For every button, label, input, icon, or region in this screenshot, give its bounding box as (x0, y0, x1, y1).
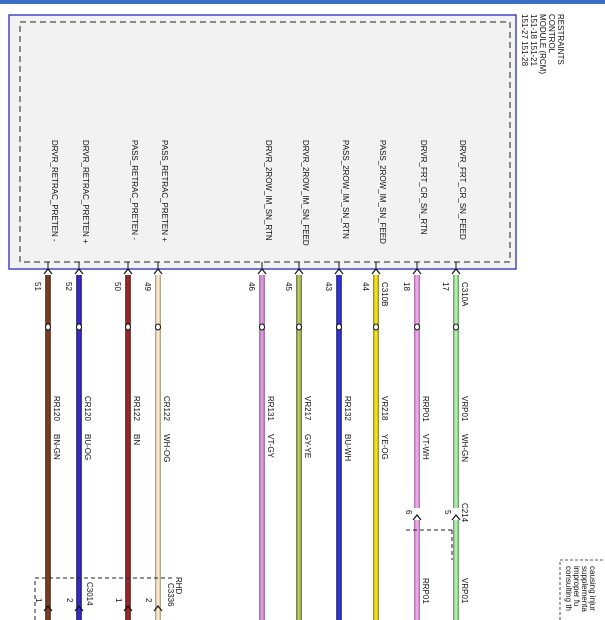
connector-rhd-label: RHD (174, 577, 183, 595)
rcm-module-inner-dashed (19, 21, 511, 263)
pin-number: 1 (34, 598, 43, 603)
circuit-label: CR122 (162, 396, 171, 421)
note-line: consulting th (564, 566, 573, 611)
signal-label: DRVR_FRT_CR_SN_RTN (419, 140, 428, 235)
signal-label: PASS_2ROW_IM_SN_FEED (378, 140, 387, 244)
splice-mark (414, 323, 420, 331)
circuit-label: VR217 (303, 396, 312, 421)
pin-number: 50 (113, 282, 122, 291)
pin-arrow-icon (451, 514, 461, 521)
pin-arrow-icon (123, 268, 133, 275)
splice-mark (453, 323, 459, 331)
pin-arrow-icon (257, 268, 267, 275)
connector-c310a-label: C310A (460, 282, 469, 307)
color-code-label: BU-WH (343, 434, 352, 461)
color-code-label: YE-OG (380, 434, 389, 460)
pin-number: 17 (441, 282, 450, 291)
top-accent-bar (0, 0, 605, 4)
pin-arrow-icon (153, 268, 163, 275)
pin-arrow-icon (43, 268, 53, 275)
splice-mark (155, 323, 161, 331)
rcm-module-box (8, 14, 517, 270)
splice-mark (336, 323, 342, 331)
connector-c3336-label: C3336 (166, 583, 175, 607)
pin-arrow-icon (334, 268, 344, 275)
circuit-label: CR120 (83, 396, 92, 421)
circuit-label: VRP01 (460, 578, 469, 604)
splice-mark (45, 323, 51, 331)
pin-number: 44 (361, 282, 370, 291)
circuit-label: VRP01 (460, 396, 469, 422)
circuit-label: RR122 (132, 396, 141, 421)
splice-mark (76, 323, 82, 331)
splice-mark (296, 323, 302, 331)
pin-number: 43 (324, 282, 333, 291)
pin-number: 51 (33, 282, 42, 291)
signal-label: DRVR_FRT_CR_SN_FEED (458, 140, 467, 240)
circuit-label: RRP01 (421, 396, 430, 422)
signal-label: PASS_2ROW_IM_SN_RTN (341, 140, 350, 239)
note-line: improper fu (572, 566, 581, 606)
pin-number: 6 (404, 510, 413, 515)
pin-arrow-icon (43, 605, 53, 612)
pin-number: 1 (114, 598, 123, 603)
color-code-label: VT-GY (266, 434, 275, 459)
module-title-line: RESTRAINTS (556, 14, 565, 65)
pin-number: 49 (143, 282, 152, 291)
splice-mark (373, 323, 379, 331)
signal-label: DRVR_2ROW_IM_SN_FEED (301, 140, 310, 246)
color-code-label: BU-OG (83, 434, 92, 460)
pin-arrow-icon (153, 605, 163, 612)
connector-c3014-label: C3014 (85, 582, 94, 606)
pin-arrow-icon (123, 605, 133, 612)
signal-label: DRVR_2ROW_IM_SN_RTN (264, 140, 273, 241)
bottom-connector-outline (34, 577, 175, 620)
pin-number: 52 (64, 282, 73, 291)
circuit-label: VR218 (380, 396, 389, 421)
circuit-label: RRP01 (421, 578, 430, 604)
wires-layer: DRVR_FRT_CR_SN_FEED17VRP01WH-GN5VRP01DRV… (33, 140, 469, 620)
splice-mark (259, 323, 265, 331)
signal-label: DRVR_RETRAC_PRETEN + (81, 140, 90, 244)
module-title: RESTRAINTS CONTROL MODULE (RCM) 151-18 1… (520, 14, 565, 74)
signal-label: DRVR_RETRAC_PRETEN - (50, 140, 59, 242)
note-line: causing injur (588, 566, 597, 611)
color-code-label: BN (132, 434, 141, 445)
pin-number: 2 (65, 598, 74, 603)
color-code-label: GY-YE (303, 434, 312, 458)
connector-c310b-label: C310B (380, 282, 389, 306)
splice-mark (125, 323, 131, 331)
pin-number: 45 (284, 282, 293, 291)
signal-label: PASS_RETRAC_PRETEN - (130, 140, 139, 240)
connector-c214-label: C214 (460, 503, 469, 523)
note-text: consulting th improper fu supplementa ca… (564, 566, 597, 612)
circuit-label: RR120 (52, 396, 61, 421)
pin-number: 5 (443, 510, 452, 515)
color-code-label: BN-GN (52, 434, 61, 460)
pin-arrow-icon (451, 268, 461, 275)
note-box (559, 559, 605, 620)
pin-arrow-icon (412, 268, 422, 275)
pin-arrow-icon (371, 268, 381, 275)
module-title-line: 151-27 151-28 (520, 14, 529, 67)
color-code-label: WH-OG (162, 434, 171, 462)
module-title-line: MODULE (RCM) (538, 14, 547, 74)
color-code-label: VT-WH (421, 434, 430, 460)
pin-number: 2 (144, 598, 153, 603)
module-title-line: CONTROL (547, 14, 556, 54)
pin-arrow-icon (412, 514, 422, 521)
pin-arrow-icon (294, 268, 304, 275)
pin-arrow-icon (74, 268, 84, 275)
pin-number: 18 (402, 282, 411, 291)
module-title-line: 151-18 151-21 (529, 14, 538, 67)
note-line: supplementa (580, 566, 589, 612)
pin-arrow-icon (74, 605, 84, 612)
circuit-label: RR131 (266, 396, 275, 421)
color-code-label: WH-GN (460, 434, 469, 462)
signal-label: PASS_RETRAC_PRETEN + (160, 140, 169, 242)
pin-number: 46 (247, 282, 256, 291)
circuit-label: RR132 (343, 396, 352, 421)
